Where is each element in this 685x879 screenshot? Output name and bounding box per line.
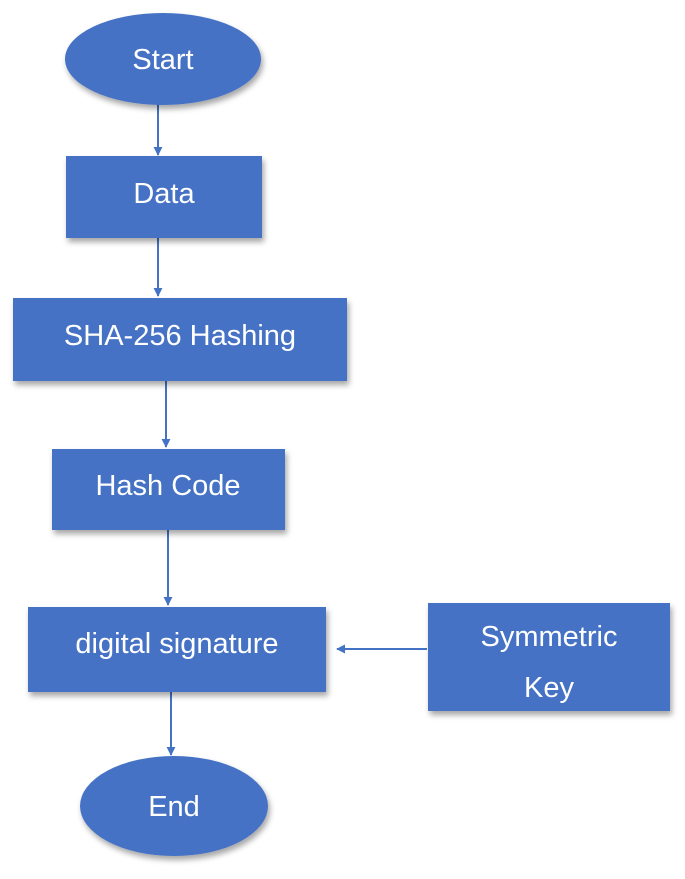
symmetric-key-label-line-1: Symmetric (481, 621, 618, 653)
end-shape (80, 756, 268, 856)
node-hash-code: Hash Code (52, 449, 285, 530)
digital-signature-shape (28, 607, 326, 692)
digital-signature-label: digital signature (75, 628, 278, 660)
hash-code-label: Hash Code (95, 470, 240, 502)
data-label: Data (133, 178, 195, 210)
symmetric-key-label-line-2: Key (524, 672, 574, 704)
node-digital-signature: digital signature (28, 607, 326, 692)
edges (153, 104, 427, 756)
sha256-label: SHA-256 Hashing (64, 320, 296, 352)
node-end: End (80, 756, 268, 856)
symmetric-key-shape (428, 603, 670, 711)
start-shape (65, 13, 261, 105)
end-label: End (148, 791, 200, 823)
node-data: Data (66, 156, 262, 238)
node-sha256-hashing: SHA-256 Hashing (13, 298, 347, 381)
data-shape (66, 156, 262, 238)
node-symmetric-key: Symmetric Key (428, 603, 670, 711)
sha256-shape (13, 298, 347, 381)
hash-code-shape (52, 449, 285, 530)
start-label: Start (132, 44, 193, 76)
node-start: Start (65, 13, 261, 105)
